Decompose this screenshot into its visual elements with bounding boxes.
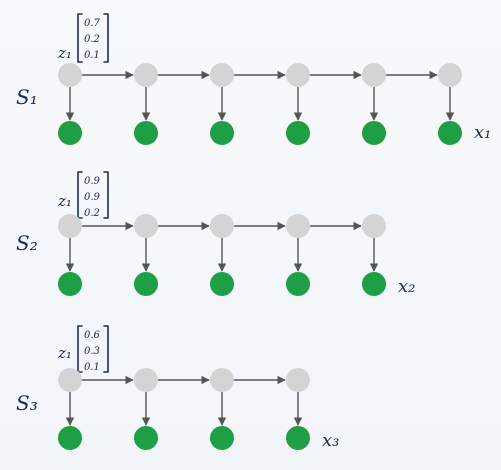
hidden-state-node: [58, 63, 82, 87]
observed-node: [210, 272, 234, 296]
prob-vector-right-bracket: [103, 13, 109, 63]
hidden-state-node: [210, 214, 234, 238]
init-state-label: z₁: [57, 44, 72, 62]
sequence-2: S₂ z₁ 0.9 0.9 0.2 x₂: [16, 171, 415, 297]
observed-node: [58, 272, 82, 296]
hidden-state-node: [286, 368, 310, 392]
hidden-state-node: [58, 214, 82, 238]
observed-node: [286, 272, 310, 296]
observed-node: [58, 426, 82, 450]
sequence-3: S₃ z₁ 0.6 0.3 0.1 x₃: [16, 325, 339, 451]
init-prob-2: 0.2: [84, 34, 100, 45]
observed-node: [362, 272, 386, 296]
prob-vector-left-bracket: [77, 171, 83, 219]
observed-node: [286, 121, 310, 145]
observed-node: [58, 121, 82, 145]
init-prob-2: 0.3: [84, 346, 100, 357]
observed-node: [134, 272, 158, 296]
hmm-chain: [58, 63, 462, 145]
observed-sequence-label: x₂: [398, 276, 415, 297]
observed-node: [362, 121, 386, 145]
init-prob-1: 0.6: [84, 330, 101, 341]
hidden-state-node: [362, 63, 386, 87]
observed-node: [210, 121, 234, 145]
sequence-1: S₁ z₁ 0.7 0.2 0.1 x₁: [16, 13, 491, 145]
hidden-state-node: [210, 63, 234, 87]
sequence-label: S₃: [16, 391, 38, 415]
observed-node: [438, 121, 462, 145]
init-state-label: z₁: [57, 344, 72, 362]
observed-node: [286, 426, 310, 450]
hidden-state-node: [438, 63, 462, 87]
hidden-state-node: [58, 368, 82, 392]
hmm-chain: [58, 368, 310, 450]
observed-node: [134, 121, 158, 145]
observed-sequence-label: x₃: [322, 430, 339, 451]
init-prob-3: 0.1: [84, 50, 100, 61]
observed-node: [210, 426, 234, 450]
hidden-state-node: [286, 63, 310, 87]
observed-node: [134, 426, 158, 450]
prob-vector-right-bracket: [103, 171, 109, 219]
prob-vector-left-bracket: [77, 13, 83, 63]
hmm-chain: [58, 214, 386, 296]
init-prob-3: 0.1: [84, 362, 100, 373]
hidden-state-node: [134, 214, 158, 238]
init-prob-1: 0.9: [84, 176, 101, 187]
init-state-label: z₁: [57, 192, 72, 210]
sequence-label: S₁: [16, 85, 38, 109]
init-prob-1: 0.7: [84, 18, 101, 29]
hidden-state-node: [134, 63, 158, 87]
prob-vector-right-bracket: [103, 325, 109, 373]
hidden-state-node: [134, 368, 158, 392]
prob-vector-left-bracket: [77, 325, 83, 373]
observed-sequence-label: x₁: [474, 122, 491, 143]
init-prob-2: 0.9: [84, 192, 101, 203]
hidden-state-node: [362, 214, 386, 238]
sequence-label: S₂: [16, 231, 38, 255]
hidden-state-node: [286, 214, 310, 238]
hidden-state-node: [210, 368, 234, 392]
init-prob-3: 0.2: [84, 208, 100, 219]
